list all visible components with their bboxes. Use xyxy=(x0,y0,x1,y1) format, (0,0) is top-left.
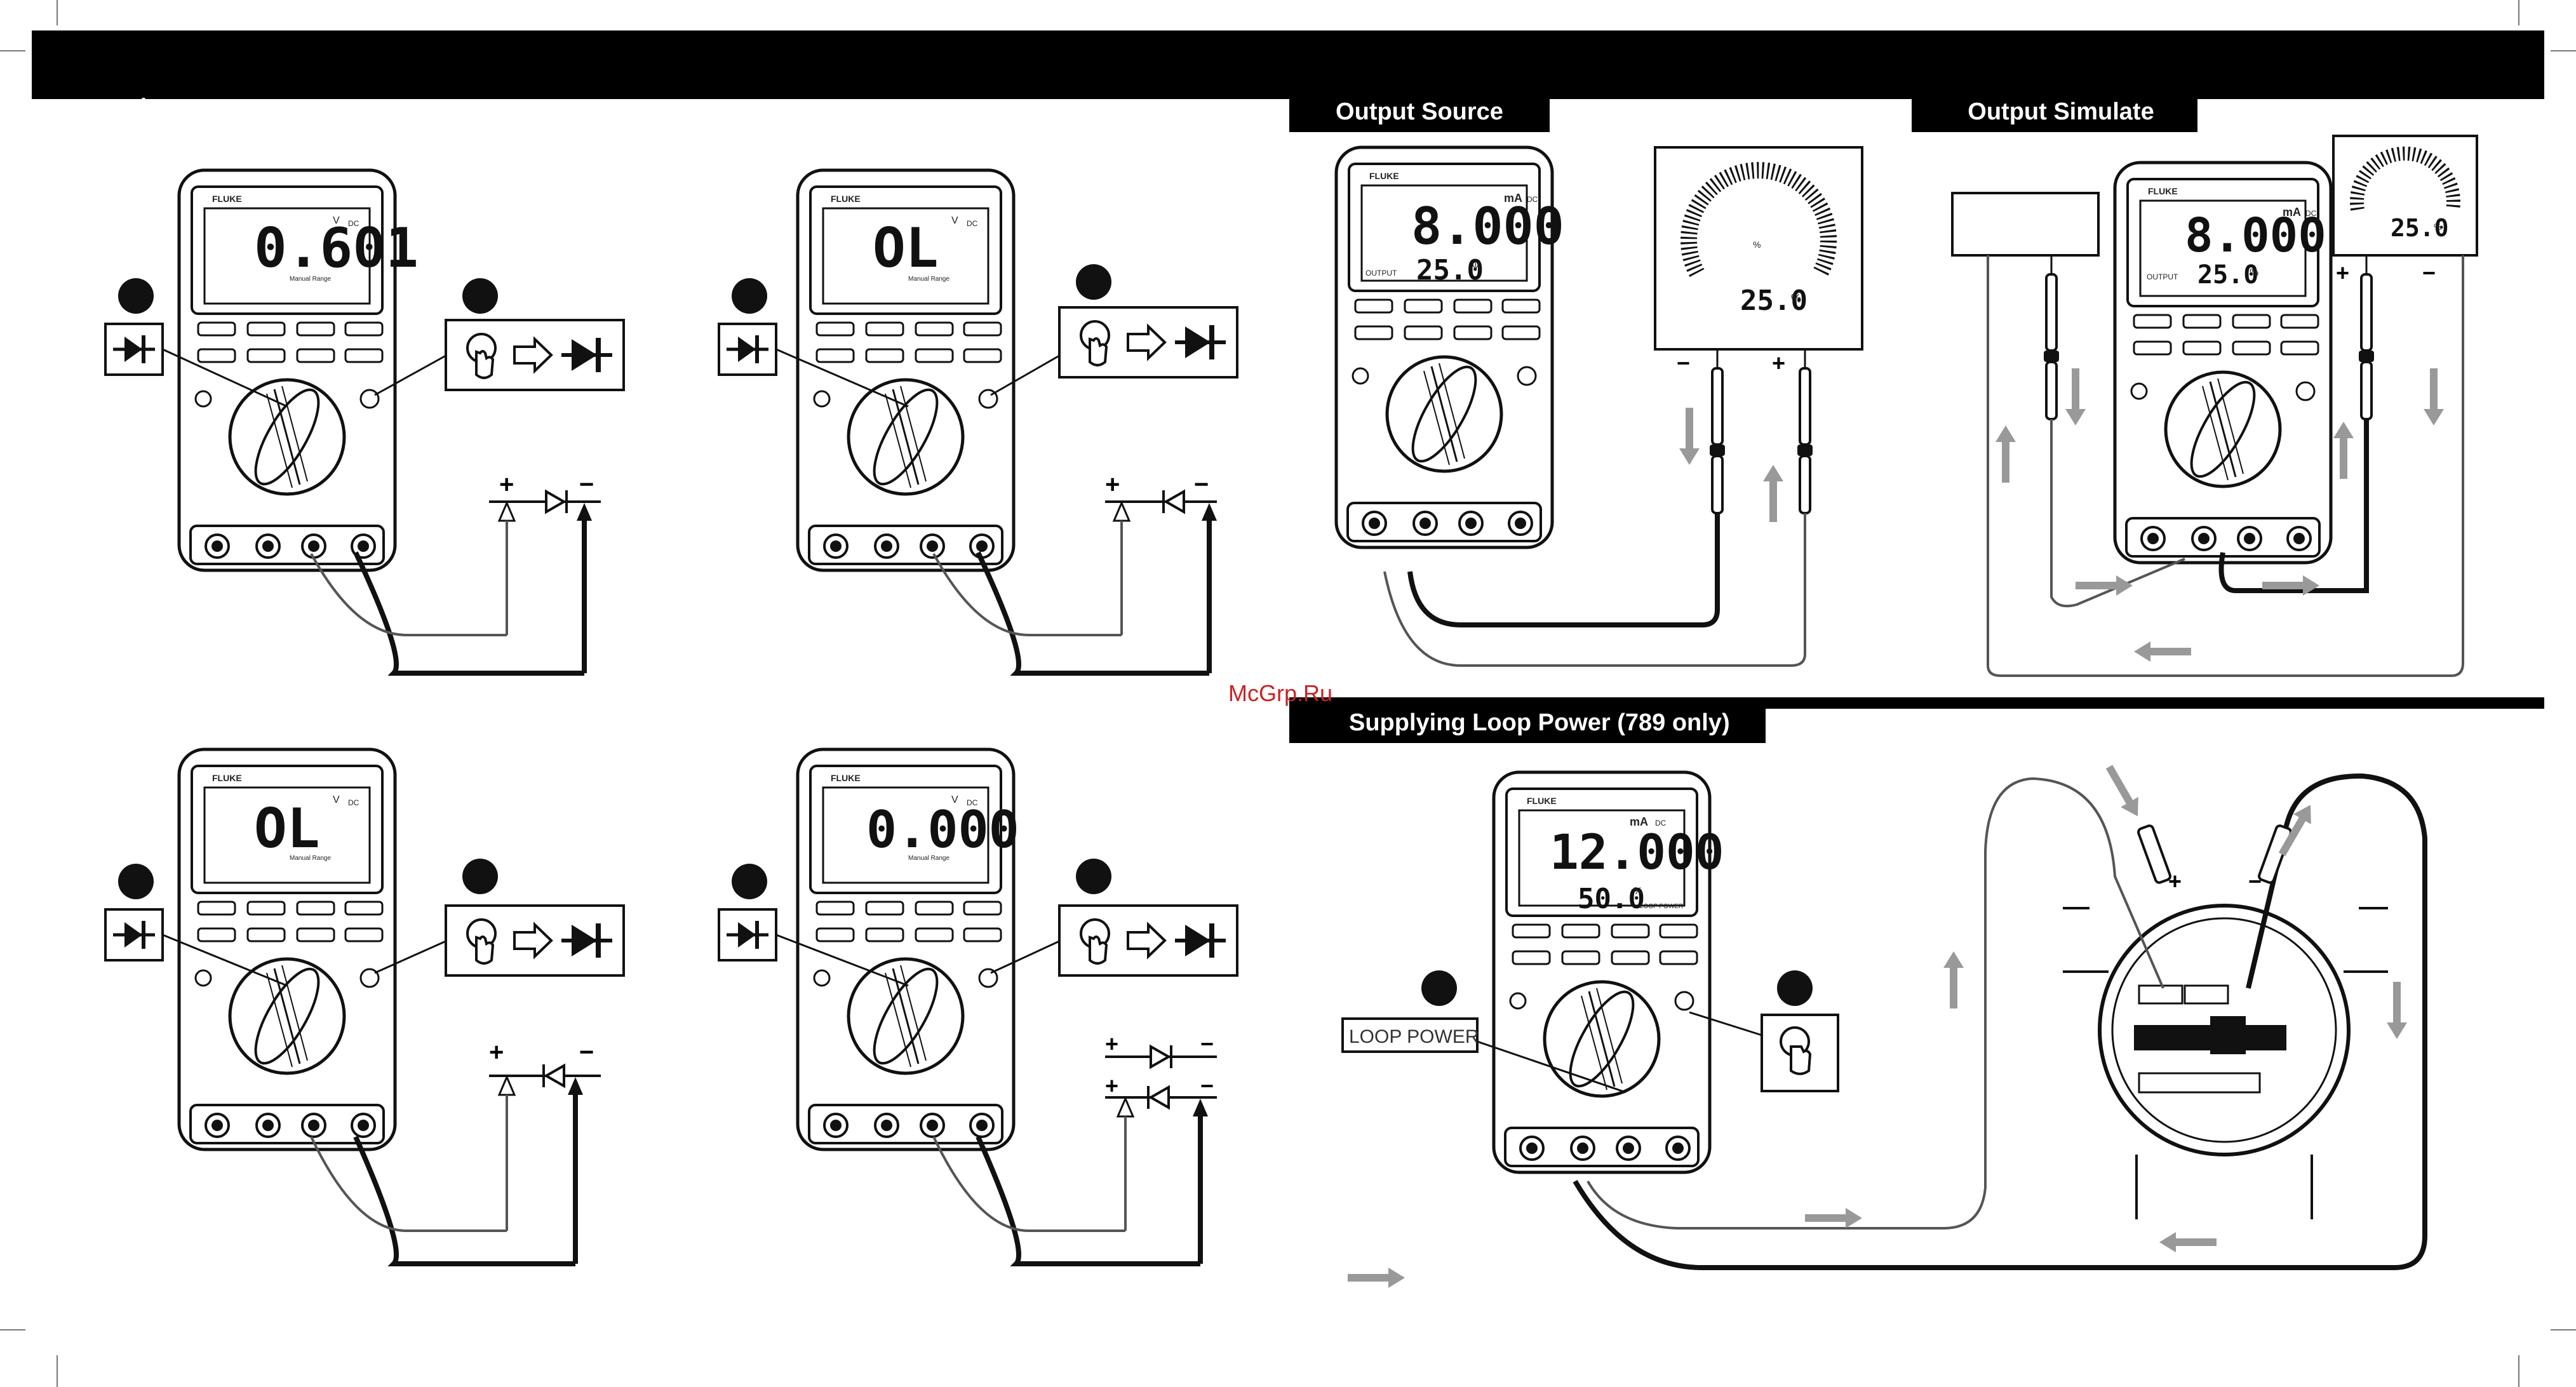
svg-text:%: % xyxy=(1633,886,1642,897)
svg-text:DC: DC xyxy=(1655,819,1667,828)
gauge-reading: 25.0 xyxy=(1740,285,1808,317)
svg-text:OUTPUT: OUTPUT xyxy=(1365,269,1397,278)
output-source-tab xyxy=(1289,94,1550,132)
svg-text:%: % xyxy=(1791,292,1801,305)
source-display-pct: 25.0 xyxy=(1416,254,1484,286)
diode-test-4: FLUKE 0.000 V DC Manual Range + − + − xyxy=(719,749,1237,1266)
svg-text:+: + xyxy=(1105,1073,1118,1099)
svg-text:Manual Range: Manual Range xyxy=(908,276,949,283)
svg-text:DC: DC xyxy=(967,798,978,807)
header-band xyxy=(32,30,2544,99)
svg-text:FLUKE: FLUKE xyxy=(2148,186,2178,196)
svg-text:V: V xyxy=(951,794,958,805)
svg-text:V: V xyxy=(333,215,340,226)
diode-test-2: FLUKE OL V DC Manual Range + − xyxy=(719,170,1237,676)
diode-header-icon xyxy=(113,98,156,118)
svg-text:−: − xyxy=(579,1038,594,1066)
output-simulate-diagram: FLUKE mA DC 8.000 OUTPUT 25.0 % 25.0 % +… xyxy=(1951,135,2478,677)
loop-power-tab xyxy=(1289,697,1766,743)
svg-text:Manual Range: Manual Range xyxy=(290,276,331,283)
svg-text:+: + xyxy=(1772,350,1785,376)
svg-text:V: V xyxy=(951,215,958,226)
watermark: McGrp.Ru xyxy=(1228,680,1332,706)
diode-test-1: FLUKE 0.601 V DC Manual Range + − xyxy=(105,170,624,676)
svg-text:25.0: 25.0 xyxy=(2391,214,2449,242)
loop-power-callout xyxy=(1341,1017,1479,1053)
svg-text:+: + xyxy=(2336,260,2349,286)
output-simulate-title: Output Simulate xyxy=(1968,98,2154,125)
svg-text:DC: DC xyxy=(2305,209,2317,218)
output-source-diagram: FLUKE mA DC 8.000 OUTPUT 25.0 % % 25.0 %… xyxy=(1336,147,1863,667)
svg-text:−: − xyxy=(1194,471,1209,499)
svg-text:DC: DC xyxy=(348,219,359,228)
meter-display-1: 0.601 xyxy=(254,217,419,280)
svg-text:%: % xyxy=(2250,267,2258,278)
source-display-main: 8.000 xyxy=(1411,197,1564,256)
output-simulate-tab xyxy=(1912,94,2197,132)
svg-text:mA: mA xyxy=(1504,192,1522,204)
svg-text:FLUKE: FLUKE xyxy=(831,194,861,204)
diode-test-3: FLUKE OL V DC Manual Range + − xyxy=(105,749,624,1266)
svg-text:%: % xyxy=(2434,222,2441,232)
svg-text:+: + xyxy=(2168,868,2182,894)
svg-text:%: % xyxy=(1753,239,1761,250)
loop-power-title: Supplying Loop Power (789 only) xyxy=(1349,709,1730,736)
svg-text:−: − xyxy=(2422,260,2436,286)
svg-text:DC: DC xyxy=(348,798,359,807)
svg-text:−: − xyxy=(579,471,594,499)
svg-text:Manual Range: Manual Range xyxy=(290,855,331,862)
svg-text:mA: mA xyxy=(2283,206,2301,218)
meter-display-2: OL xyxy=(873,217,939,280)
svg-text:FLUKE: FLUKE xyxy=(831,773,861,783)
simulate-display-pct: 25.0 xyxy=(2197,260,2258,290)
svg-text:OUTPUT: OUTPUT xyxy=(2147,272,2178,281)
step-marker xyxy=(118,278,154,314)
power-supply-box xyxy=(1951,192,2100,257)
svg-text:DC: DC xyxy=(1527,195,1538,204)
svg-text:+: + xyxy=(1105,471,1120,499)
svg-text:DC: DC xyxy=(967,219,978,228)
svg-text:V: V xyxy=(333,794,340,805)
meter-brand: FLUKE xyxy=(212,194,242,204)
svg-text:−: − xyxy=(1677,350,1690,376)
svg-text:+: + xyxy=(1105,1031,1118,1057)
simulate-display-main: 8.000 xyxy=(2185,208,2326,263)
svg-text:FLUKE: FLUKE xyxy=(1527,796,1557,806)
svg-text:FLUKE: FLUKE xyxy=(1369,171,1399,181)
loop-power-diagram: FLUKE mA DC 12.000 50.0 % LOOP POWER LOO… xyxy=(1341,761,2427,1288)
svg-text:LOOP POWER: LOOP POWER xyxy=(1640,903,1683,910)
meter-display-4: 0.000 xyxy=(866,800,1019,859)
svg-text:+: + xyxy=(489,1038,504,1066)
step-marker xyxy=(462,278,498,314)
svg-text:+: + xyxy=(499,471,514,499)
svg-text:−: − xyxy=(1200,1073,1214,1099)
svg-text:FLUKE: FLUKE xyxy=(212,773,242,783)
svg-text:Manual Range: Manual Range xyxy=(908,855,949,862)
loop-display-pct: 50.0 xyxy=(1578,883,1645,915)
svg-text:−: − xyxy=(1200,1031,1214,1057)
svg-text:%: % xyxy=(1472,260,1482,273)
loop-display-main: 12.000 xyxy=(1550,824,1724,880)
meter-display-3: OL xyxy=(254,797,320,861)
svg-text:LOOP POWER: LOOP POWER xyxy=(1349,1026,1479,1047)
output-source-title: Output Source xyxy=(1336,98,1503,125)
svg-text:mA: mA xyxy=(1630,815,1648,828)
